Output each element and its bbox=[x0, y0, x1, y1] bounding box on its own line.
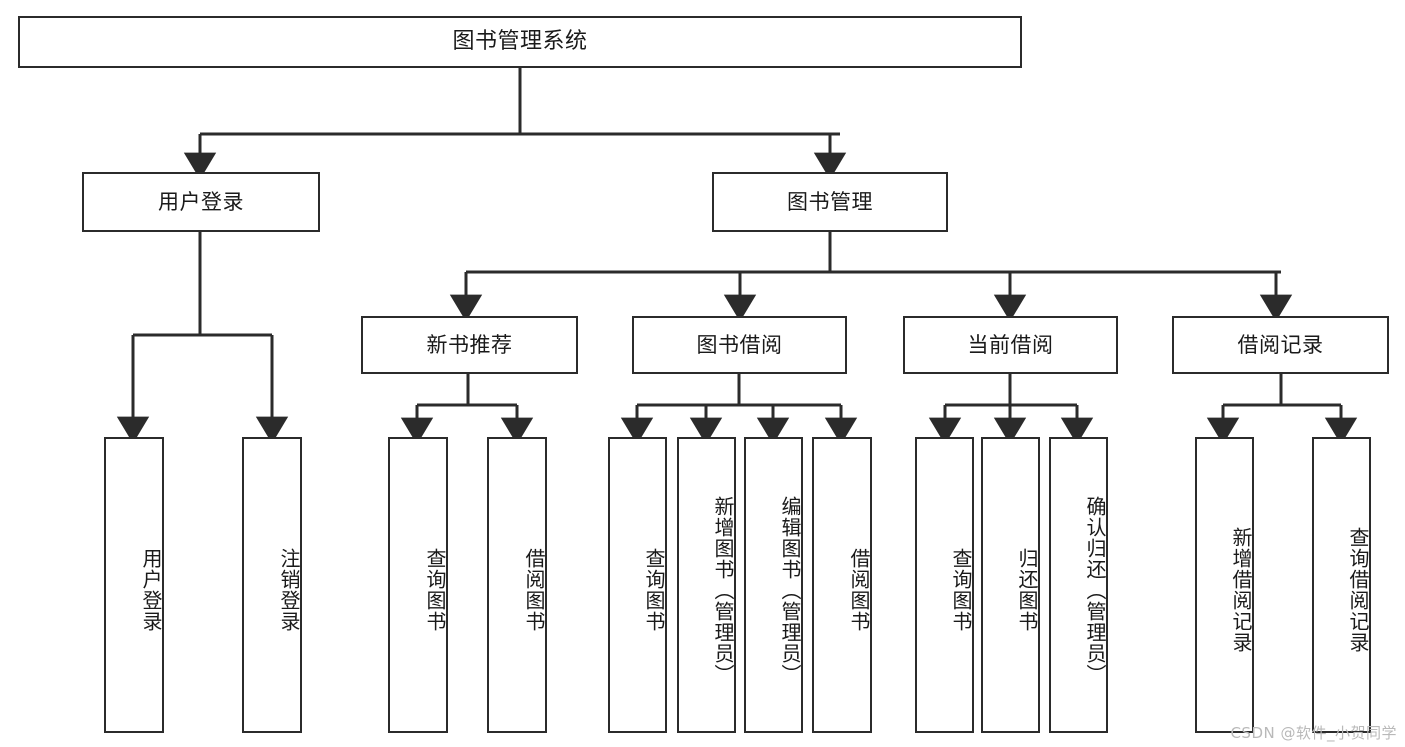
leaf-confirm-return-admin[interactable]: 确认归还（管理员） bbox=[1049, 437, 1108, 733]
leaf-edit-book-admin[interactable]: 编辑图书（管理员） bbox=[744, 437, 803, 733]
node-new-book-recommendation[interactable]: 新书推荐 bbox=[361, 316, 578, 374]
leaf-add-book-admin[interactable]: 新增图书（管理员） bbox=[677, 437, 736, 733]
node-label: 图书管理系统 bbox=[452, 29, 588, 55]
leaf-label: 归还图书 bbox=[1015, 548, 1039, 632]
leaf-label: 新增借阅记录 bbox=[1229, 527, 1253, 653]
leaf-label: 新增图书（管理员） bbox=[711, 495, 735, 685]
node-label: 新书推荐 bbox=[426, 332, 513, 357]
leaf-label: 查询图书 bbox=[949, 548, 973, 632]
node-label: 图书管理 bbox=[787, 189, 873, 214]
leaf-borrow-books[interactable]: 借阅图书 bbox=[812, 437, 872, 733]
leaf-query-borrow-record[interactable]: 查询借阅记录 bbox=[1312, 437, 1371, 733]
leaf-label: 确认归还（管理员） bbox=[1083, 495, 1107, 685]
node-label: 借阅记录 bbox=[1237, 332, 1324, 357]
leaf-query-books-current[interactable]: 查询图书 bbox=[915, 437, 974, 733]
csdn-watermark: CSDN @软件_小贺同学 bbox=[1230, 724, 1397, 742]
leaf-label: 查询图书 bbox=[642, 548, 666, 632]
leaf-borrow-books-recommendation[interactable]: 借阅图书 bbox=[487, 437, 547, 733]
leaf-label: 查询借阅记录 bbox=[1346, 527, 1370, 653]
leaf-label: 用户登录 bbox=[139, 548, 163, 632]
leaf-label: 查询图书 bbox=[423, 548, 447, 632]
leaf-return-books[interactable]: 归还图书 bbox=[981, 437, 1040, 733]
leaf-label: 编辑图书（管理员） bbox=[778, 495, 802, 685]
node-user-login[interactable]: 用户登录 bbox=[82, 172, 320, 232]
node-label: 用户登录 bbox=[158, 189, 244, 214]
leaf-logout[interactable]: 注销登录 bbox=[242, 437, 302, 733]
leaf-query-books-recommendation[interactable]: 查询图书 bbox=[388, 437, 448, 733]
node-borrowing-record[interactable]: 借阅记录 bbox=[1172, 316, 1389, 374]
node-book-management[interactable]: 图书管理 bbox=[712, 172, 948, 232]
leaf-label: 注销登录 bbox=[277, 548, 301, 632]
leaf-add-borrow-record[interactable]: 新增借阅记录 bbox=[1195, 437, 1254, 733]
leaf-user-login[interactable]: 用户登录 bbox=[104, 437, 164, 733]
leaf-label: 借阅图书 bbox=[847, 548, 871, 632]
node-current-borrowing[interactable]: 当前借阅 bbox=[903, 316, 1118, 374]
node-book-borrowing[interactable]: 图书借阅 bbox=[632, 316, 847, 374]
leaf-query-books-borrowing[interactable]: 查询图书 bbox=[608, 437, 667, 733]
node-label: 当前借阅 bbox=[967, 332, 1054, 357]
leaf-label: 借阅图书 bbox=[522, 548, 546, 632]
node-label: 图书借阅 bbox=[696, 332, 783, 357]
node-root-book-management-system[interactable]: 图书管理系统 bbox=[18, 16, 1022, 68]
